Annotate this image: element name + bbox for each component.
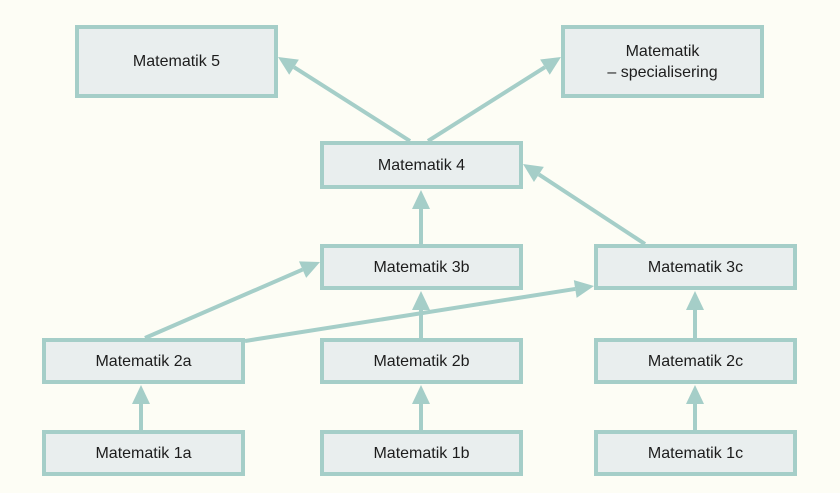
node-label: Matematik 2b [373, 352, 470, 370]
arrowhead-m1b-to-m2b [412, 385, 430, 404]
arrow-m4-to-m5 [292, 65, 412, 143]
node-matematik-4: Matematik 4 [320, 141, 523, 189]
node-matematik-2c: Matematik 2c [594, 338, 797, 384]
arrow-m2a-to-m3c [244, 286, 576, 343]
node-label: Matematik 2c [647, 352, 744, 370]
node-matematik-specialisering: Matematik – specialisering [561, 25, 764, 98]
arrowhead-m2a-to-m3b [298, 261, 320, 278]
arrowhead-m3b-to-m4 [412, 190, 430, 209]
node-label: Matematik 2a [95, 352, 192, 370]
arrow-m4-to-ms [426, 65, 547, 143]
arrowhead-m2b-to-m3b [412, 291, 430, 310]
arrowhead-m4-to-m5 [278, 57, 299, 75]
node-matematik-3c: Matematik 3c [594, 244, 797, 290]
arrowhead-m4-to-ms [540, 57, 561, 75]
node-matematik-1c: Matematik 1c [594, 430, 797, 476]
node-matematik-1b: Matematik 1b [320, 430, 523, 476]
arrowhead-m3c-to-m4 [523, 164, 544, 182]
node-matematik-1a: Matematik 1a [42, 430, 245, 476]
node-label: Matematik – specialisering [607, 42, 718, 81]
arrow-m2a-to-m3b [144, 267, 304, 340]
arrowhead-m1c-to-m2c [686, 385, 704, 404]
node-label: Matematik 3c [647, 258, 744, 276]
node-label: Matematik 1c [647, 444, 744, 462]
node-label: Matematik 1a [95, 444, 192, 462]
node-label: Matematik 1b [373, 444, 470, 462]
arrowhead-m2a-to-m3c [573, 280, 594, 298]
node-matematik-5: Matematik 5 [75, 25, 278, 98]
arrowhead-m2c-to-m3c [686, 291, 704, 310]
node-matematik-2a: Matematik 2a [42, 338, 245, 384]
arrowhead-m1a-to-m2a [132, 385, 150, 404]
node-matematik-2b: Matematik 2b [320, 338, 523, 384]
node-matematik-3b: Matematik 3b [320, 244, 523, 290]
arrow-m3c-to-m4 [537, 172, 647, 246]
node-label: Matematik 4 [377, 156, 466, 174]
node-label: Matematik 5 [132, 53, 221, 70]
node-label: Matematik 3b [373, 258, 470, 276]
